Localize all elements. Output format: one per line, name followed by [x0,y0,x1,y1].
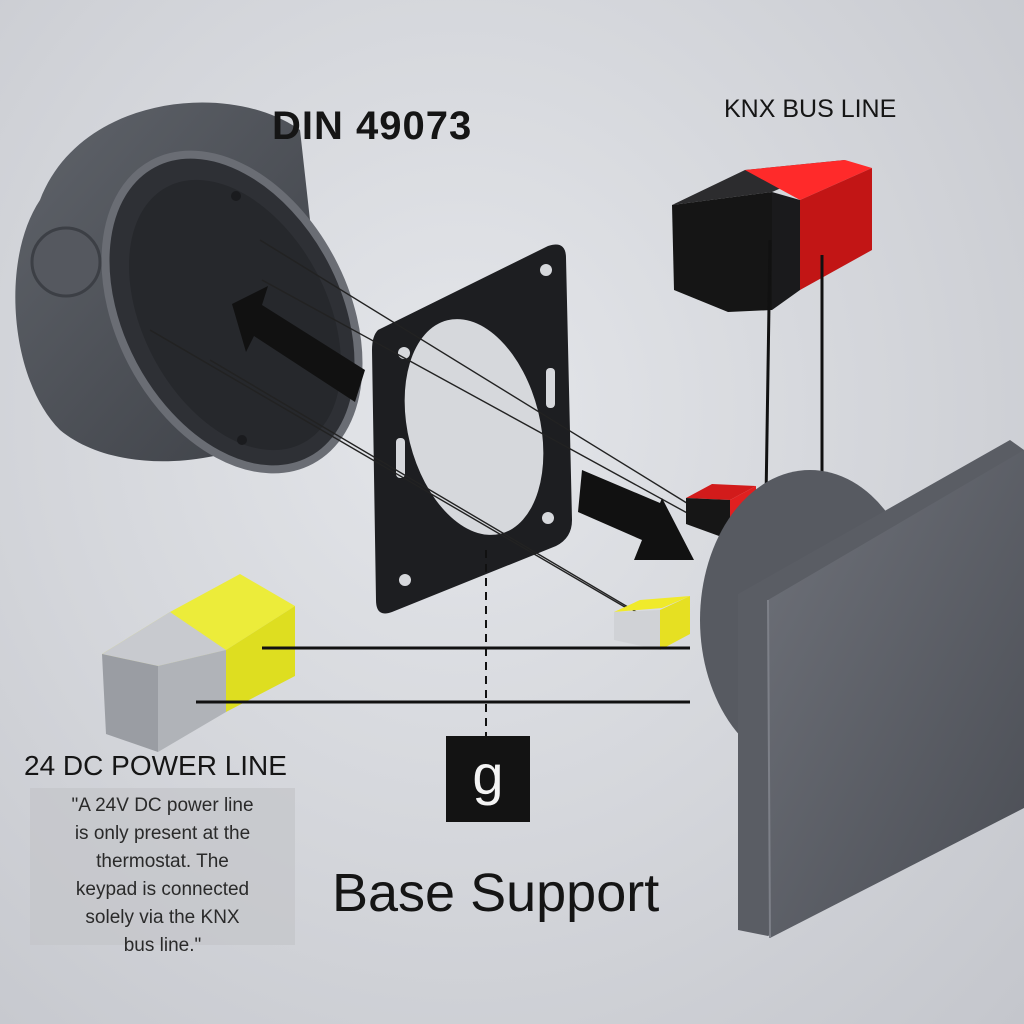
mounting-plate [372,244,572,614]
thermostat-device [700,440,1024,939]
power-line-block [102,574,690,752]
arrow-right-icon [578,470,694,560]
knx-bus-block [672,160,872,501]
flush-mount-box [15,102,363,474]
din-standard-label: DIN 49073 [272,104,473,148]
base-support-label: Base Support [332,863,660,923]
power-line-note: "A 24V DC power line is only present at … [30,788,295,956]
connector-lines [149,239,701,627]
power-line-label: 24 DC POWER LINE [24,750,287,781]
g-logo-badge: g [446,736,530,822]
arrow-right-icon [232,286,365,402]
knx-bus-line-label: KNX BUS LINE [724,95,897,123]
power-connector [614,596,690,650]
